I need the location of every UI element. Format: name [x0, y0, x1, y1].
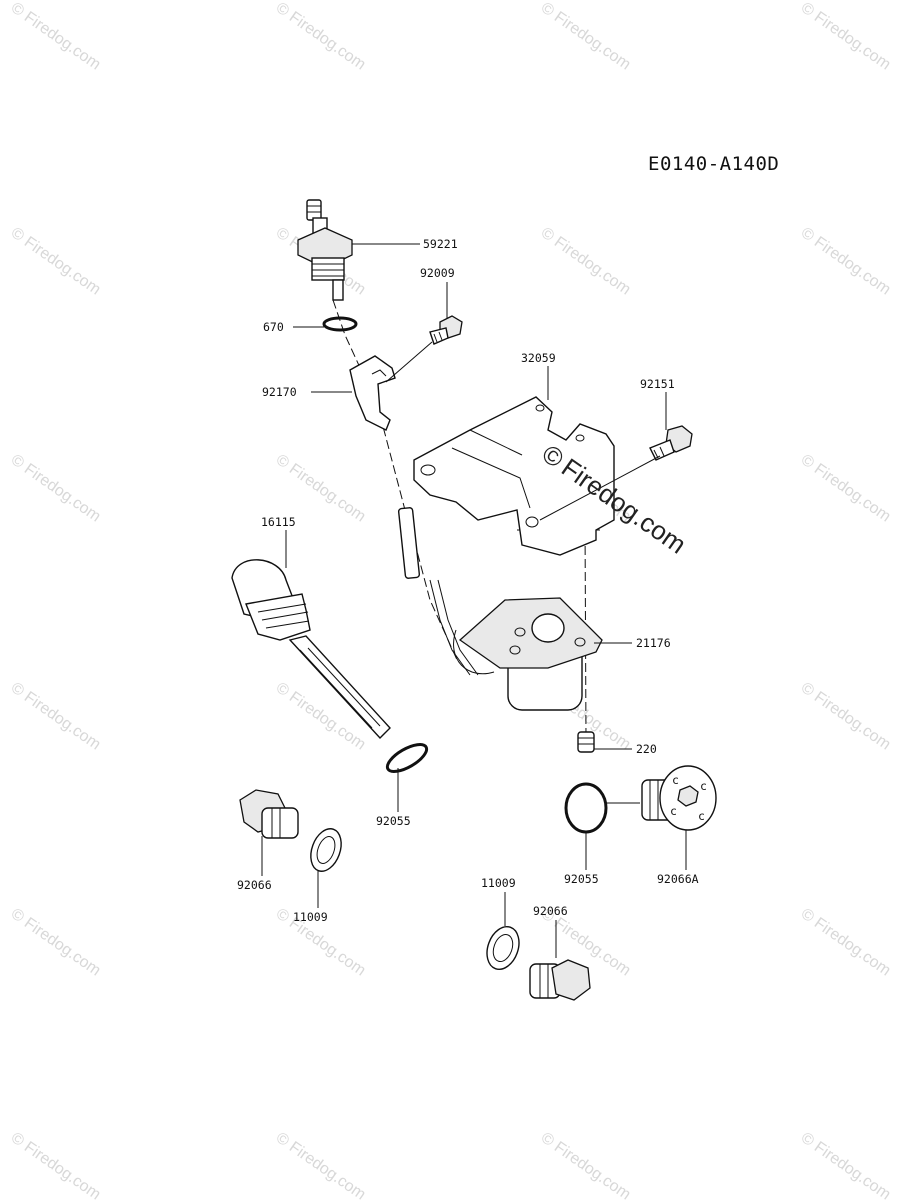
part-92055-o-ring-right [564, 782, 608, 834]
watermark-tile: © Firedog.com [798, 1129, 894, 1200]
watermark-tile: © Firedog.com [538, 224, 634, 298]
watermark-tile: © Firedog.com [8, 1129, 104, 1200]
part-hose [397, 507, 479, 676]
leader-lines [261, 243, 687, 958]
callout-92009: 92009 [420, 266, 455, 280]
part-92055-o-ring-left [385, 743, 429, 773]
watermark-text: © Firedog.com [8, 1129, 104, 1200]
callout-92066a: 92066A [657, 872, 699, 886]
callout-92066-left: 92066 [237, 878, 272, 892]
callout-92170: 92170 [262, 385, 297, 399]
watermark-tile: © Firedog.com [273, 0, 369, 74]
callout-220: 220 [636, 742, 657, 756]
svg-text:c: c [698, 809, 705, 823]
part-16115-dipstick [231, 559, 391, 740]
watermark-text: © Firedog.com [798, 905, 894, 979]
watermark-text: © Firedog.com [273, 1129, 369, 1200]
watermark-tile: © Firedog.com [798, 451, 894, 525]
part-32059-bracket [413, 396, 615, 556]
watermark-tile: © Firedog.com [538, 1129, 634, 1200]
watermark-tile: © Firedog.com [273, 1129, 369, 1200]
part-92066a-plug: c c c c [641, 765, 717, 831]
watermark-tile: © Firedog.com [538, 0, 634, 74]
part-92066-plug-left [239, 789, 299, 839]
watermark-tile: © Firedog.com [8, 0, 104, 74]
watermark-tile: © Firedog.com [8, 905, 104, 979]
callout-11009-left: 11009 [293, 910, 328, 924]
callout-92055-left: 92055 [376, 814, 411, 828]
watermark-tile: © Firedog.com [798, 224, 894, 298]
callout-11009-lower: 11009 [481, 876, 516, 890]
watermark-tile: © Firedog.com [8, 224, 104, 298]
watermark-text: © Firedog.com [538, 224, 634, 298]
part-11009-washer-left [310, 828, 342, 872]
watermark-text: © Firedog.com [538, 0, 634, 74]
svg-text:c: c [700, 779, 707, 793]
watermark-text: © Firedog.com [273, 0, 369, 74]
part-670-o-ring [322, 316, 358, 332]
watermark-tile: © Firedog.com [798, 0, 894, 74]
watermark-tile: © Firedog.com [8, 679, 104, 753]
callout-92151: 92151 [640, 377, 675, 391]
callout-32059: 32059 [521, 351, 556, 365]
watermark-text: © Firedog.com [8, 905, 104, 979]
callout-92055-right: 92055 [564, 872, 599, 886]
watermark-text: © Firedog.com [8, 451, 104, 525]
callout-labels: 59221 92009 670 92170 32059 92151 16115 … [237, 237, 699, 924]
part-220-screw [577, 731, 595, 753]
watermark-text: © Firedog.com [8, 679, 104, 753]
watermark-text: © Firedog.com [798, 224, 894, 298]
part-92009-screw [429, 315, 463, 345]
watermark-text: © Firedog.com [8, 224, 104, 298]
svg-text:c: c [672, 773, 679, 787]
callout-21176: 21176 [636, 636, 671, 650]
watermark-text: © Firedog.com [798, 679, 894, 753]
callout-16115: 16115 [261, 515, 296, 529]
watermark-text: © Firedog.com [798, 0, 894, 74]
watermark-tile: © Firedog.com [8, 451, 104, 525]
callout-59221: 59221 [423, 237, 458, 251]
part-92151-bolt [649, 425, 693, 461]
watermark-text: © Firedog.com [8, 0, 104, 74]
watermark-layer: © Firedog.com © Firedog.com © Firedog.com ©… [8, 0, 894, 1200]
part-92170-clamp [349, 355, 396, 431]
svg-text:c: c [670, 804, 677, 818]
watermark-text: © Firedog.com [798, 1129, 894, 1200]
diagram-code: E0140-A140D [648, 153, 780, 175]
watermark-text: © Firedog.com [798, 451, 894, 525]
watermark-text: © Firedog.com [538, 1129, 634, 1200]
part-11009-washer-lower [486, 925, 520, 971]
part-21176-filter [453, 597, 603, 711]
part-59221-fitting [297, 199, 353, 301]
watermark-tile: © Firedog.com [798, 905, 894, 979]
watermark-tile: © Firedog.com [798, 679, 894, 753]
callout-92066-lower: 92066 [533, 904, 568, 918]
callout-670: 670 [263, 320, 284, 334]
part-92066-plug-lower [529, 959, 591, 1001]
